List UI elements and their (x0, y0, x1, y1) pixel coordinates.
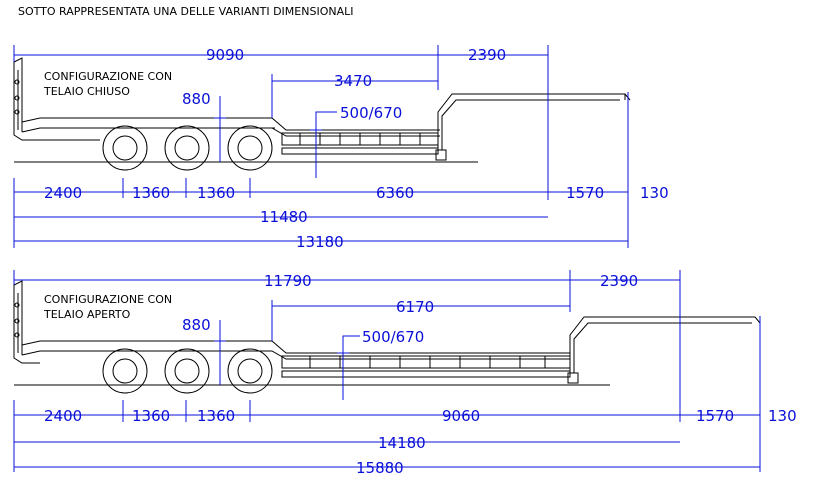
closed-dim-2400: 2400 (44, 184, 82, 202)
closed-dim-2390: 2390 (468, 46, 506, 64)
closed-label-line1: CONFIGURAZIONE CON (44, 70, 172, 83)
closed-dim-880: 880 (182, 90, 211, 108)
open-dim-2390: 2390 (600, 272, 638, 290)
open-dim-1360b: 1360 (197, 407, 235, 425)
closed-dim-130: 130 (640, 184, 669, 202)
open-dim-9060: 9060 (442, 407, 480, 425)
trailer-closed: CONFIGURAZIONE CON TELAIO CHIUSO (13, 57, 631, 171)
closed-dim-deck: 500/670 (340, 104, 402, 122)
open-label-line2: TELAIO APERTO (43, 308, 131, 321)
open-dim-11790: 11790 (264, 272, 312, 290)
open-dim-14180: 14180 (378, 434, 426, 452)
open-dim-6170: 6170 (396, 298, 434, 316)
closed-dim-1570: 1570 (566, 184, 604, 202)
open-label-line1: CONFIGURAZIONE CON (44, 293, 172, 306)
trailer-open: CONFIGURAZIONE CON TELAIO APERTO (13, 280, 761, 394)
open-dim-2400: 2400 (44, 407, 82, 425)
open-dim-1570: 1570 (696, 407, 734, 425)
closed-dim-9090: 9090 (206, 46, 244, 64)
open-dim-1360a: 1360 (132, 407, 170, 425)
closed-dim-1360b: 1360 (197, 184, 235, 202)
closed-dim-11480: 11480 (260, 208, 308, 226)
dimensions-closed: 9090 2390 3470 880 500/670 2400 1360 136… (13, 45, 669, 251)
open-dim-880: 880 (182, 316, 211, 334)
open-dim-deck: 500/670 (362, 328, 424, 346)
header-text: SOTTO RAPPRESENTATA UNA DELLE VARIANTI D… (18, 5, 353, 18)
open-dim-15880: 15880 (356, 459, 404, 477)
open-dim-130: 130 (768, 407, 797, 425)
closed-dim-13180: 13180 (296, 233, 344, 251)
closed-dim-6360: 6360 (376, 184, 414, 202)
closed-label-line2: TELAIO CHIUSO (43, 85, 130, 98)
closed-dim-3470: 3470 (334, 72, 372, 90)
closed-dim-1360a: 1360 (132, 184, 170, 202)
dimensions-open: 11790 2390 6170 880 500/670 2400 1360 13… (13, 270, 797, 477)
